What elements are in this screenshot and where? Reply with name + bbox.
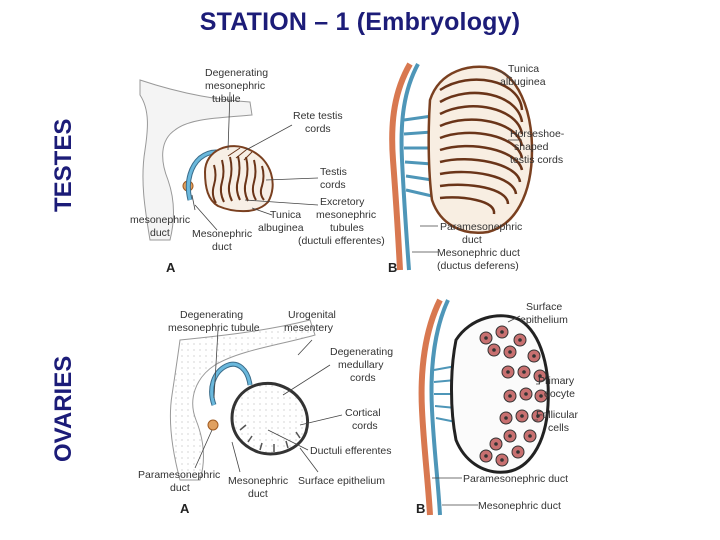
testes-a-leaders bbox=[191, 91, 319, 231]
ovaries-panel-a-letter: A bbox=[180, 501, 190, 516]
testes-b-mesonephric-duct bbox=[399, 63, 420, 271]
ovaries-a-mesonephros bbox=[169, 319, 316, 481]
testes-panel-a-letter: A bbox=[166, 260, 176, 275]
label-ov-surface-epithelium-a: Surface epithelium bbox=[298, 475, 385, 487]
ovaries-a-paramesonephric-duct bbox=[207, 419, 219, 431]
testes-a-cords bbox=[211, 155, 265, 204]
testes-a-rete-testis bbox=[227, 147, 253, 161]
ovaries-b-follicles bbox=[479, 325, 548, 467]
ovaries-panel-b-letter: B bbox=[416, 501, 425, 516]
testes-b-leaders bbox=[412, 67, 522, 253]
ovaries-b-mesonephric-duct bbox=[429, 299, 450, 516]
ovaries-a-gonad bbox=[230, 381, 309, 456]
ovaries-b-paramesonephric-duct bbox=[418, 298, 443, 516]
testes-b-paramesonephric-duct bbox=[389, 62, 413, 271]
label-mesonephric-duct-b: Mesonephric duct(ductus deferens) bbox=[437, 247, 520, 272]
ovaries-a-cortical-cords bbox=[239, 424, 301, 452]
testes-b-horseshoe-cords bbox=[439, 78, 524, 215]
ovaries-b-ovary bbox=[450, 314, 550, 474]
label-ov-paramesonephric-duct-b: Paramesonephric duct bbox=[463, 473, 568, 485]
testes-a-mesonephros bbox=[139, 79, 253, 241]
label-ov-mesonephric-duct-b: Mesonephric duct bbox=[478, 500, 561, 512]
ovaries-a-leaders bbox=[194, 329, 343, 473]
label-ductuli-efferentes: Ductuli efferentes bbox=[310, 445, 392, 457]
ovaries-b-leaders bbox=[432, 315, 540, 506]
slide-title: STATION – 1 (Embryology) bbox=[199, 8, 521, 36]
testes-panel-b-letter: B bbox=[388, 260, 397, 275]
